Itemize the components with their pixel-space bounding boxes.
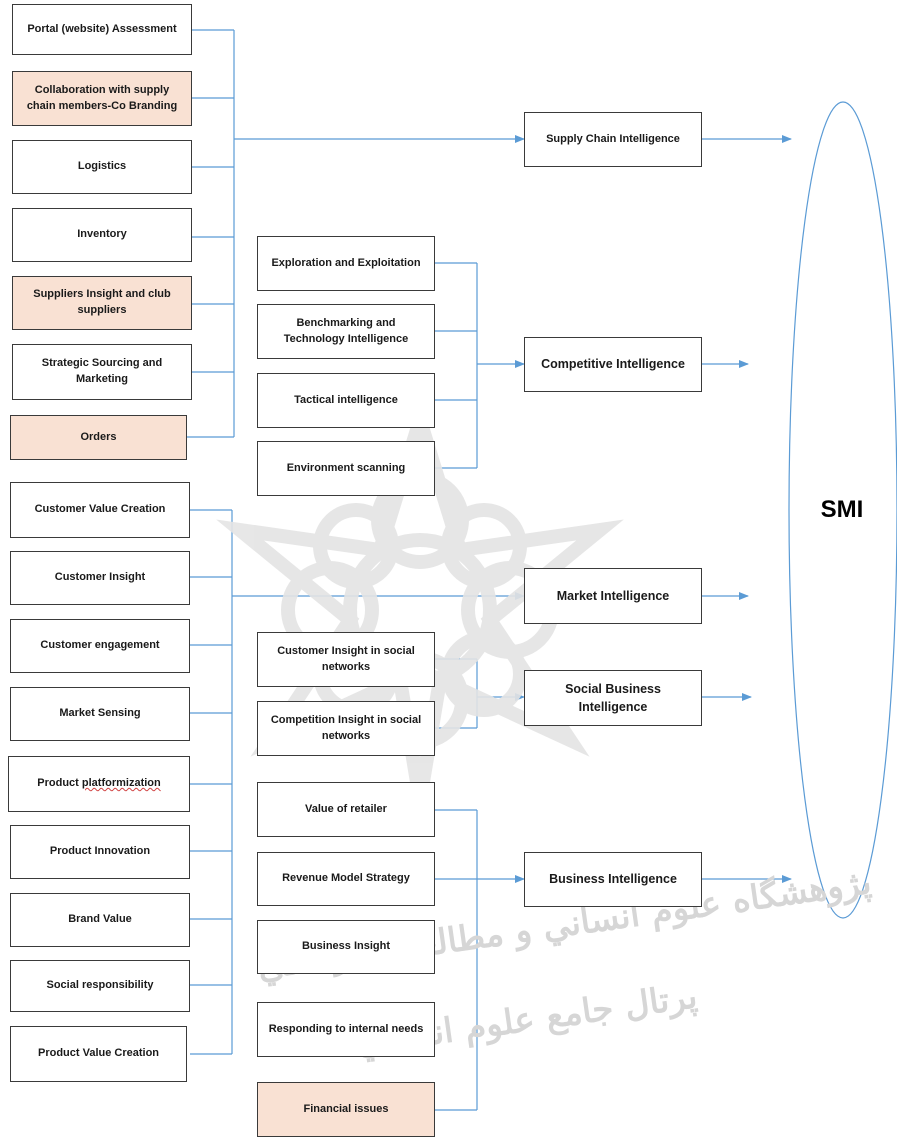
box-inventory: Inventory [12, 208, 192, 262]
box-logistics: Logistics [12, 140, 192, 194]
box-collaboration-co-branding: Collaboration with supply chain members-… [12, 71, 192, 126]
box-revenue-model-strategy: Revenue Model Strategy [257, 852, 435, 906]
box-orders: Orders [10, 415, 187, 460]
smi-label: SMI [820, 496, 864, 523]
box-market-sensing: Market Sensing [10, 687, 190, 741]
box-customer-value-creation: Customer Value Creation [10, 482, 190, 538]
box-value-of-retailer: Value of retailer [257, 782, 435, 837]
connector [190, 509, 233, 1055]
box-business-intelligence: Business Intelligence [524, 852, 702, 907]
box-environment-scanning: Environment scanning [257, 441, 435, 496]
product-platformization-label: Product platformization [37, 777, 161, 790]
smi-ellipse [788, 101, 897, 919]
box-suppliers-insight: Suppliers Insight and club suppliers [12, 276, 192, 330]
box-portal-assessment: Portal (website) Assessment [12, 4, 192, 55]
box-exploration-exploitation: Exploration and Exploitation [257, 236, 435, 291]
box-brand-value: Brand Value [10, 893, 190, 947]
box-benchmarking: Benchmarking and Technology Intelligence [257, 304, 435, 359]
box-strategic-sourcing: Strategic Sourcing and Marketing [12, 344, 192, 400]
box-market-intelligence: Market Intelligence [524, 568, 702, 624]
connector [187, 29, 235, 438]
connector [435, 809, 478, 1111]
connector [435, 262, 478, 469]
spellcheck-underline: platformization [81, 777, 161, 790]
box-supply-chain-intelligence: Supply Chain Intelligence [524, 112, 702, 167]
box-product-platformization: Product platformization [8, 756, 190, 812]
box-tactical-intelligence: Tactical intelligence [257, 373, 435, 428]
box-customer-engagement: Customer engagement [10, 619, 190, 673]
box-competition-insight-social: Competition Insight in social networks [257, 701, 435, 756]
box-social-responsibility: Social responsibility [10, 960, 190, 1012]
box-product-innovation: Product Innovation [10, 825, 190, 879]
box-competitive-intelligence: Competitive Intelligence [524, 337, 702, 392]
box-customer-insight-social: Customer Insight in social networks [257, 632, 435, 687]
box-social-business-intelligence: Social Business Intelligence [524, 670, 702, 726]
box-financial-issues: Financial issues [257, 1082, 435, 1137]
box-responding-internal-needs: Responding to internal needs [257, 1002, 435, 1057]
box-product-value-creation: Product Value Creation [10, 1026, 187, 1082]
box-business-insight: Business Insight [257, 920, 435, 974]
box-customer-insight: Customer Insight [10, 551, 190, 605]
